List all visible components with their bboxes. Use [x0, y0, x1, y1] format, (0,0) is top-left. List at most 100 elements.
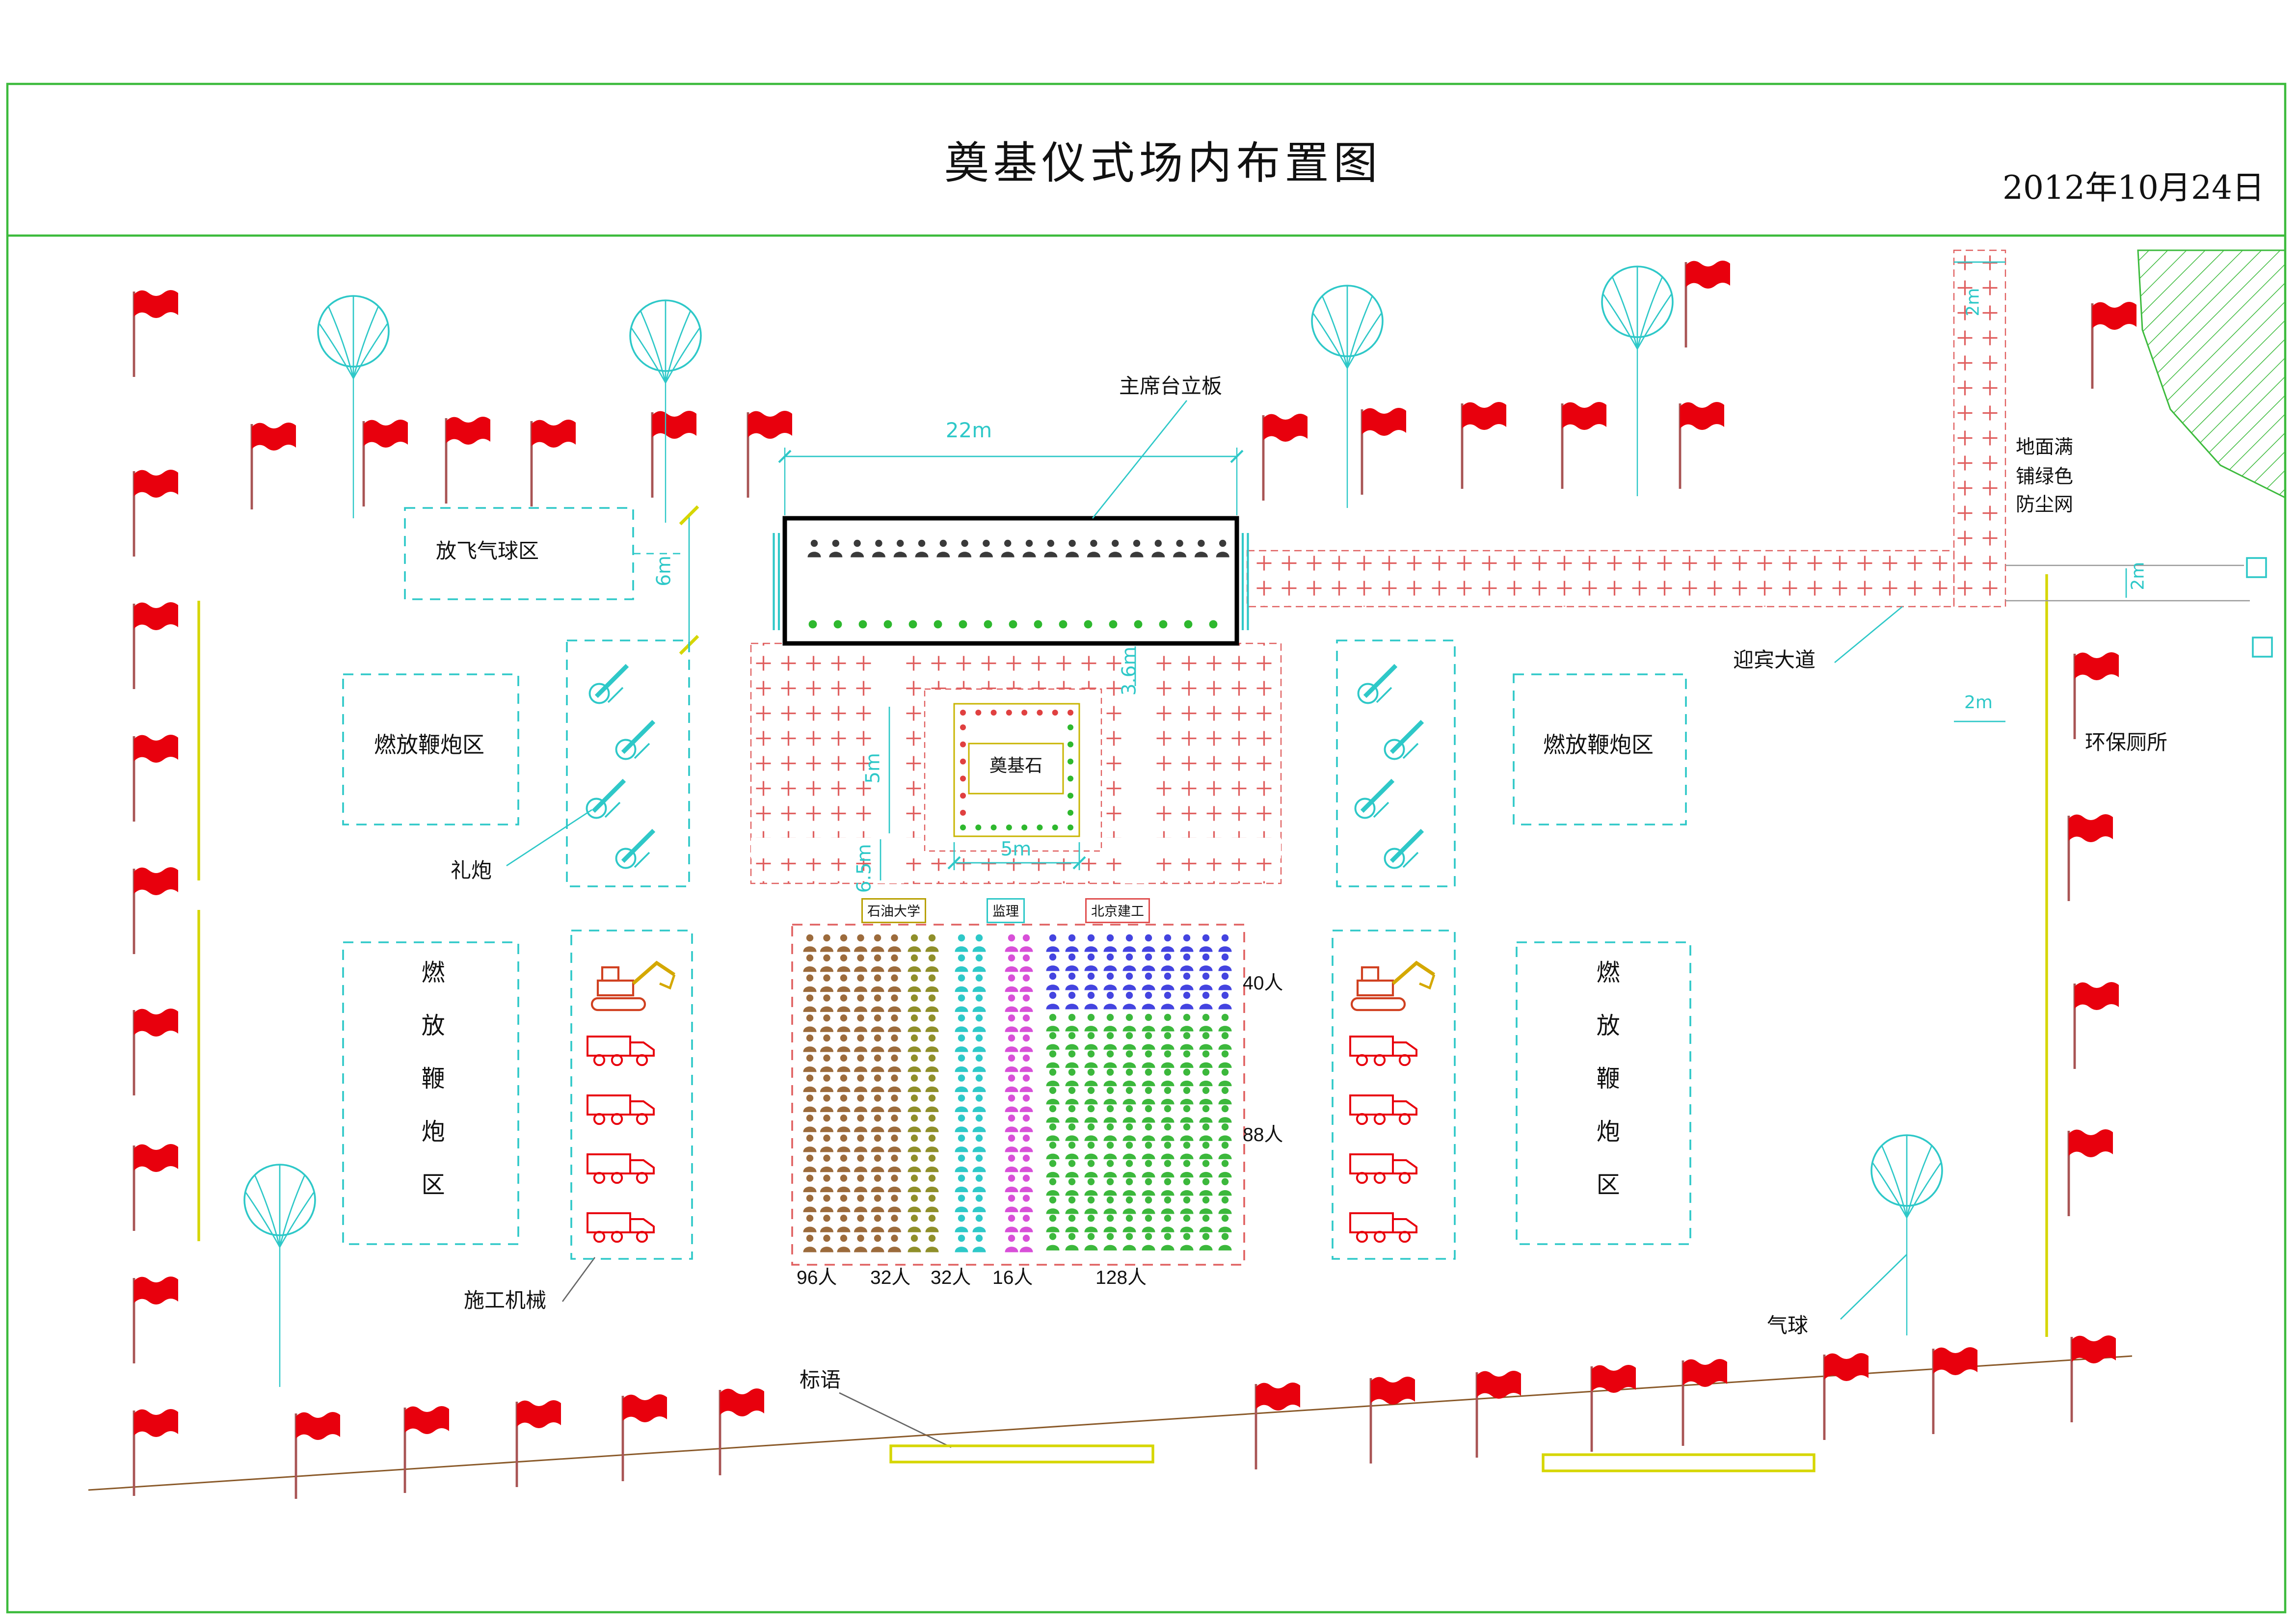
flower-dot-icon	[1068, 793, 1073, 799]
person-icon	[837, 1215, 851, 1232]
person-icon	[1142, 1068, 1155, 1087]
person-icon	[888, 1054, 901, 1072]
person-icon	[1122, 1105, 1136, 1123]
person-icon	[1046, 1142, 1060, 1159]
plant-icon	[984, 620, 992, 629]
plant-icon	[1109, 620, 1118, 629]
person-icon	[820, 1094, 833, 1112]
person-icon	[972, 1014, 986, 1032]
person-icon	[1142, 953, 1155, 971]
person-icon	[854, 1154, 867, 1172]
person-icon	[1046, 1233, 1060, 1251]
person-icon	[1161, 1105, 1175, 1123]
person-icon	[1161, 1123, 1175, 1141]
plant-icon	[908, 620, 917, 629]
flower-dot-icon	[960, 775, 966, 782]
person-icon	[1103, 1050, 1117, 1068]
person-icon	[908, 1234, 921, 1252]
person-icon	[955, 1195, 968, 1212]
person-icon	[955, 974, 968, 992]
balloon-icon	[243, 1164, 316, 1248]
person-icon	[955, 1054, 968, 1072]
foundation-stone-label: 奠基石	[989, 755, 1042, 776]
red-flag-icon	[1933, 1347, 1977, 1434]
person-icon	[1161, 1233, 1175, 1251]
person-icon	[1103, 1215, 1117, 1232]
person-icon	[820, 974, 833, 992]
person-icon	[955, 1034, 968, 1052]
person-icon	[837, 1074, 851, 1092]
zone-boundaries	[342, 507, 1691, 1266]
dimension-lines	[633, 261, 2127, 880]
dim-2m-right: 2m	[2127, 561, 2148, 590]
person-icon	[1019, 1014, 1033, 1032]
foundation-stone	[924, 688, 1102, 852]
person-icon	[1218, 1142, 1232, 1159]
person-icon	[908, 954, 921, 972]
person-icon	[972, 974, 986, 992]
red-flag-icon	[623, 1394, 667, 1481]
person-icon	[908, 1134, 921, 1152]
person-icon	[1084, 1215, 1098, 1232]
person-icon	[1046, 1087, 1060, 1105]
stage	[773, 448, 1249, 646]
flower-dot-icon	[960, 710, 966, 716]
person-icon	[1019, 1134, 1033, 1152]
person-icon	[1122, 1160, 1136, 1178]
person-icon	[955, 994, 968, 1012]
person-icon	[1161, 1142, 1175, 1159]
person-icon	[1103, 991, 1117, 1010]
person-icon	[1065, 1013, 1079, 1032]
person-icon	[1142, 1105, 1155, 1123]
person-icon	[820, 1234, 833, 1252]
toilet-units	[2005, 557, 2273, 658]
person-icon	[837, 954, 851, 972]
cannon-icon	[590, 666, 628, 703]
cannon-icon	[1385, 830, 1423, 868]
person-icon	[1218, 1105, 1232, 1123]
person-icon	[803, 1234, 817, 1252]
person-icon	[1180, 1160, 1194, 1178]
red-flag-icon	[652, 411, 696, 498]
person-icon	[1180, 1178, 1194, 1196]
person-icon	[1005, 1094, 1018, 1112]
person-icon	[1142, 1050, 1155, 1068]
person-icon	[837, 1234, 851, 1252]
person-icon	[1046, 1032, 1060, 1050]
person-icon	[1084, 991, 1098, 1010]
person-icon	[837, 934, 851, 952]
leader-lines	[506, 400, 1907, 1448]
person-icon	[908, 1115, 921, 1132]
person-icon	[1161, 1013, 1175, 1032]
person-icon	[1065, 953, 1079, 971]
person-icon	[1142, 1196, 1155, 1214]
person-icon	[1199, 1233, 1213, 1251]
person-icon	[803, 1074, 817, 1092]
person-icon	[1084, 972, 1098, 990]
person-icon	[1180, 1196, 1194, 1214]
person-icon	[972, 1154, 986, 1172]
person-icon	[820, 1054, 833, 1072]
person-icon	[1218, 1068, 1232, 1087]
person-icon	[972, 1115, 986, 1132]
person-icon	[972, 1134, 986, 1152]
eco-toilet-label: 环保厕所	[2085, 730, 2167, 754]
balloon-icon	[1601, 266, 1674, 350]
plant-icon	[1134, 620, 1143, 629]
person-icon	[1065, 1105, 1079, 1123]
person-icon	[1161, 934, 1175, 952]
cannon-icon	[587, 780, 625, 818]
person-icon	[820, 934, 833, 952]
flower-dot-icon	[990, 825, 997, 830]
person-icon	[1046, 1215, 1060, 1232]
dim-6m: 6m	[654, 555, 676, 586]
yellow-markings	[197, 574, 2048, 1472]
person-icon	[1019, 1154, 1033, 1172]
person-icon	[854, 1054, 867, 1072]
person-icon	[888, 1094, 901, 1112]
person-icon	[1122, 1196, 1136, 1214]
person-icon	[1122, 1050, 1136, 1068]
person-icon	[1084, 1087, 1098, 1105]
flower-dot-icon	[960, 724, 966, 730]
firecracker-zone-tl-label: 燃放鞭炮区	[374, 733, 485, 758]
